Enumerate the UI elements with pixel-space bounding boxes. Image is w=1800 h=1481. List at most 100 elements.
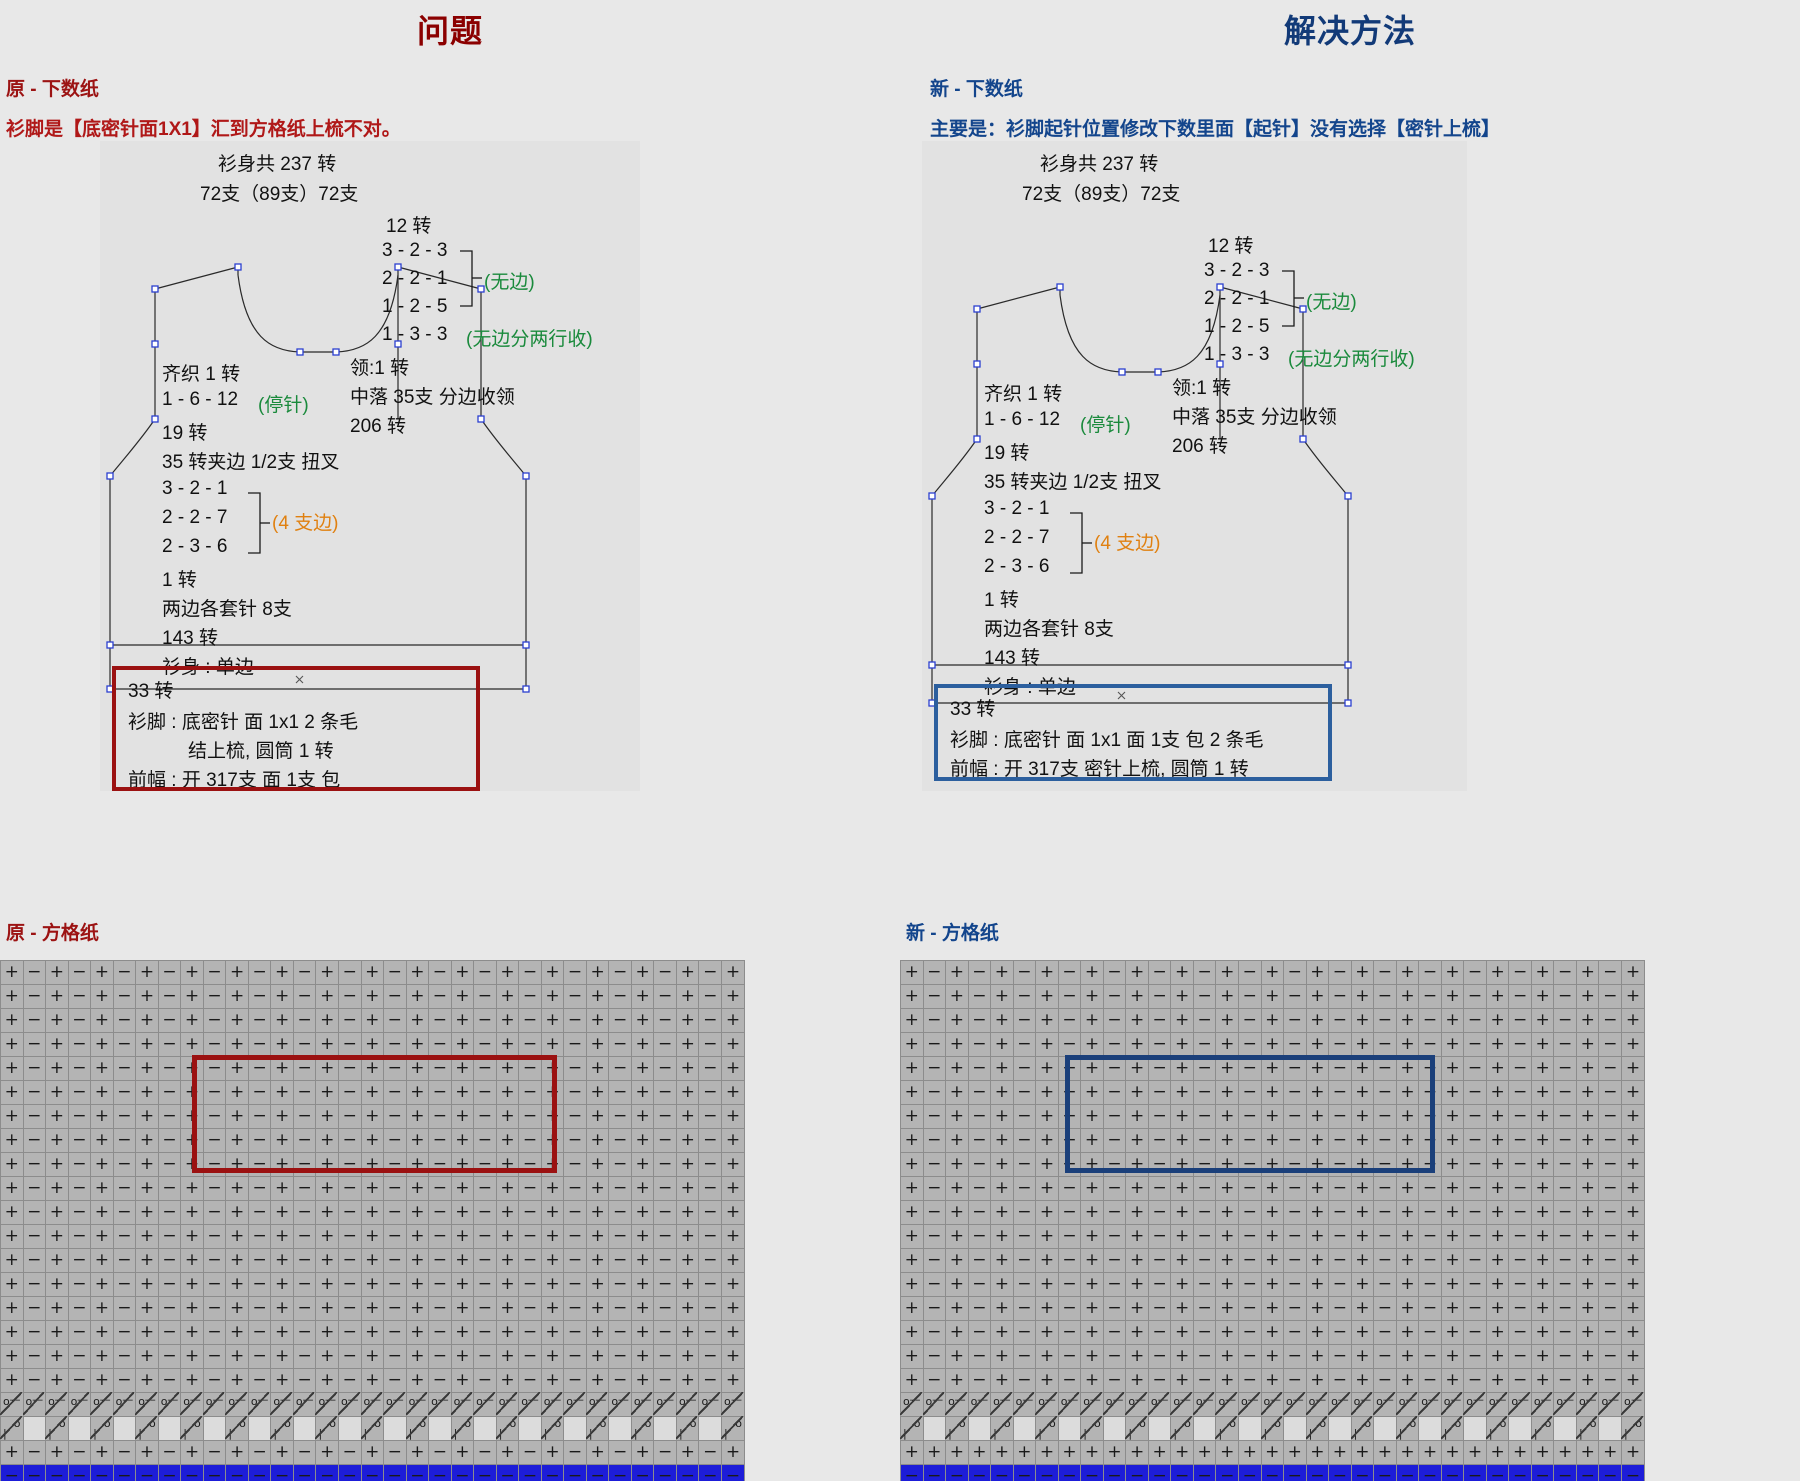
grid-cell[interactable]: − <box>967 1008 992 1033</box>
grid-cell[interactable]: − <box>22 1176 47 1201</box>
grid-cell[interactable]: + <box>1621 1200 1645 1225</box>
grid-cell[interactable]: − <box>698 1128 722 1153</box>
grid-cell[interactable]: + <box>1215 1248 1239 1273</box>
grid-cell[interactable]: − <box>1418 1152 1442 1177</box>
grid-cell[interactable]: − <box>1283 1152 1307 1177</box>
grid-cell[interactable]: + <box>270 1320 294 1345</box>
grid-cell[interactable]: + <box>1215 1368 1239 1393</box>
grid-cell[interactable]: + <box>1147 1440 1172 1465</box>
grid-cell[interactable]: − <box>157 1032 182 1057</box>
grid-cell[interactable]: + <box>1260 1080 1285 1105</box>
grid-cell[interactable]: − <box>1463 1464 1487 1481</box>
grid-cell[interactable]: + <box>1440 960 1465 985</box>
grid-cell[interactable]: + <box>90 1224 114 1249</box>
grid-cell[interactable] <box>518 1416 542 1441</box>
grid-cell[interactable]: + <box>1395 1152 1420 1177</box>
grid-cell[interactable]: − <box>922 1464 947 1481</box>
grid-cell[interactable]: − <box>1598 1248 1622 1273</box>
grid-cell[interactable]: − <box>967 1128 992 1153</box>
grid-cell[interactable]: − <box>67 1368 92 1393</box>
grid-cell[interactable]: + <box>630 984 655 1009</box>
grid-cell[interactable]: + <box>1440 1008 1465 1033</box>
grid-cell[interactable]: + <box>45 1032 69 1057</box>
grid-cell[interactable]: |o <box>360 1416 385 1441</box>
grid-cell[interactable]: − <box>608 1056 632 1081</box>
grid-cell[interactable]: + <box>1035 984 1059 1009</box>
grid-cell[interactable]: − <box>383 1080 407 1105</box>
grid-cell[interactable]: − <box>1283 1200 1307 1225</box>
grid-cell[interactable]: − <box>1102 984 1127 1009</box>
grid-cell[interactable]: + <box>450 1368 475 1393</box>
grid-cell[interactable]: − <box>563 960 587 985</box>
grid-cell[interactable]: − <box>202 1344 227 1369</box>
grid-cell[interactable]: − <box>1328 1056 1352 1081</box>
grid-cell[interactable] <box>22 1416 47 1441</box>
grid-cell[interactable]: − <box>292 1080 317 1105</box>
grid-cell[interactable]: − <box>1328 1104 1352 1129</box>
grid-cell[interactable]: |o <box>1170 1416 1194 1441</box>
grid-cell[interactable]: + <box>1305 1440 1330 1465</box>
grid-cell[interactable]: + <box>405 984 430 1009</box>
grid-cell[interactable]: + <box>1170 1104 1194 1129</box>
grid-cell[interactable]: + <box>1260 1224 1285 1249</box>
grid-cell[interactable]: − <box>1508 1224 1532 1249</box>
grid-cell[interactable]: + <box>1575 1200 1600 1225</box>
grid-cell[interactable]: + <box>495 1368 520 1393</box>
grid-cell[interactable]: − <box>653 1320 677 1345</box>
grid-cell[interactable]: − <box>247 1440 272 1465</box>
grid-cell[interactable]: + <box>990 1152 1014 1177</box>
grid-cell[interactable]: − <box>922 1200 947 1225</box>
grid-cell[interactable]: + <box>225 1104 249 1129</box>
grid-cell[interactable]: − <box>1102 1080 1127 1105</box>
grid-cell[interactable]: + <box>495 1032 520 1057</box>
grid-cell[interactable]: o— <box>1418 1392 1442 1417</box>
grid-cell[interactable] <box>247 1416 272 1441</box>
grid-cell[interactable]: − <box>1508 1104 1532 1129</box>
grid-cell[interactable]: − <box>1102 1056 1127 1081</box>
grid-cell[interactable]: + <box>675 1200 700 1225</box>
grid-cell[interactable]: + <box>900 960 924 985</box>
grid-cell[interactable]: − <box>1012 1368 1037 1393</box>
grid-cell[interactable]: − <box>1192 1056 1217 1081</box>
grid-cell[interactable]: − <box>518 984 542 1009</box>
grid-cell[interactable]: + <box>540 1272 565 1297</box>
grid-cell[interactable] <box>292 1416 317 1441</box>
grid-cell[interactable]: − <box>202 1152 227 1177</box>
grid-cell[interactable]: − <box>1283 1176 1307 1201</box>
grid-cell[interactable]: + <box>1395 984 1420 1009</box>
grid-cell[interactable]: + <box>450 1008 475 1033</box>
grid-cell[interactable]: − <box>1553 960 1577 985</box>
grid-cell[interactable]: − <box>1373 1176 1397 1201</box>
grid-cell[interactable]: − <box>1328 1320 1352 1345</box>
grid-cell[interactable]: − <box>608 1296 632 1321</box>
grid-cell[interactable]: − <box>1463 1344 1487 1369</box>
grid-cell[interactable]: − <box>967 1272 992 1297</box>
grid-cell[interactable]: + <box>1035 1128 1059 1153</box>
grid-cell[interactable]: + <box>360 1344 385 1369</box>
grid-cell[interactable]: + <box>1485 1368 1510 1393</box>
grid-cell[interactable]: + <box>1125 1224 1149 1249</box>
grid-cell[interactable]: − <box>157 1152 182 1177</box>
grid-cell[interactable]: + <box>1485 1200 1510 1225</box>
grid-cell[interactable]: − <box>67 1152 92 1177</box>
grid-cell[interactable]: + <box>1350 1080 1375 1105</box>
grid-cell[interactable]: − <box>1147 1368 1172 1393</box>
grid-cell[interactable]: − <box>563 1008 587 1033</box>
grid-cell[interactable]: − <box>428 1464 452 1481</box>
grid-cell[interactable] <box>1283 1416 1307 1441</box>
grid-cell[interactable]: + <box>45 960 69 985</box>
grid-cell[interactable]: + <box>1305 1224 1330 1249</box>
grid-cell[interactable]: − <box>945 1464 969 1481</box>
grid-cell[interactable]: + <box>1350 1176 1375 1201</box>
grid-cell[interactable]: + <box>1575 1152 1600 1177</box>
grid-cell[interactable]: − <box>1418 1320 1442 1345</box>
grid-cell[interactable]: + <box>90 1272 114 1297</box>
grid-cell[interactable]: + <box>1575 1272 1600 1297</box>
grid-cell[interactable]: + <box>135 1272 159 1297</box>
grid-cell[interactable]: − <box>157 1296 182 1321</box>
grid-cell[interactable]: − <box>337 1104 362 1129</box>
grid-cell[interactable]: o— <box>337 1392 362 1417</box>
grid-cell[interactable]: + <box>1575 1440 1600 1465</box>
grid-cell[interactable]: + <box>360 1200 385 1225</box>
grid-cell[interactable]: + <box>630 1104 655 1129</box>
